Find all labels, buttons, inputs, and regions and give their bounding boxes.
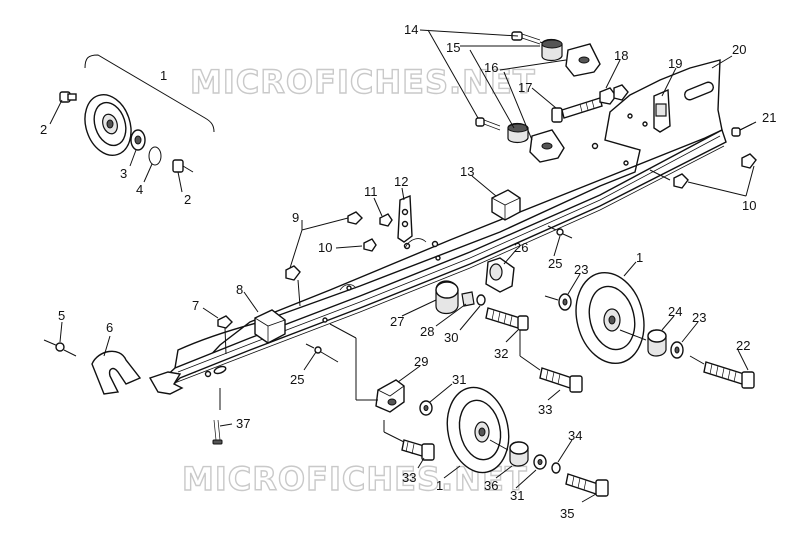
callout-15: 15	[446, 40, 460, 55]
callout-32: 32	[494, 346, 508, 361]
callout-10-right: 10	[742, 198, 756, 213]
callout-33-lower: 33	[402, 470, 416, 485]
wheel-1-bottom	[446, 386, 510, 474]
callout-8: 8	[236, 282, 243, 297]
callout-17: 17	[518, 80, 532, 95]
bolt-33-upper	[539, 367, 583, 393]
bushing-15	[507, 38, 563, 144]
leader-lines	[49, 29, 757, 503]
nut-11	[379, 213, 393, 227]
block-29	[375, 379, 405, 413]
callout-29: 29	[414, 354, 428, 369]
callout-28: 28	[420, 324, 434, 339]
callout-4: 4	[136, 182, 143, 197]
callout-27: 27	[390, 314, 404, 329]
watermark-top: MICROFICHES.NET	[190, 63, 536, 101]
slider-block-13	[491, 189, 521, 221]
callout-1-right: 1	[636, 250, 643, 265]
callout-1-bottom: 1	[436, 478, 443, 493]
callout-18: 18	[614, 48, 628, 63]
callout-2-right: 2	[184, 192, 191, 207]
bracket-12	[397, 194, 413, 243]
callout-19: 19	[668, 56, 682, 71]
nut-10b	[741, 153, 757, 169]
nut-9a	[347, 211, 363, 225]
callout-23-left: 23	[574, 262, 588, 277]
callout-7: 7	[192, 298, 199, 313]
bushing-24	[647, 329, 667, 357]
wheel-assembly-top	[59, 54, 215, 173]
callout-36: 36	[484, 478, 498, 493]
callout-5: 5	[58, 308, 65, 323]
callout-6: 6	[106, 320, 113, 335]
callout-12: 12	[394, 174, 408, 189]
washer-34	[551, 462, 561, 474]
nuts-18	[599, 84, 629, 105]
callout-3: 3	[120, 166, 127, 181]
bolt-35	[565, 473, 609, 497]
callout-25-right: 25	[548, 256, 562, 271]
callout-35: 35	[560, 506, 574, 521]
nut-10c	[673, 173, 689, 189]
rivet-25	[305, 225, 573, 363]
mount-26	[485, 257, 515, 293]
bracket-19	[653, 88, 671, 133]
callout-20: 20	[732, 42, 746, 57]
callout-1-top: 1	[160, 68, 167, 83]
callout-14: 14	[404, 22, 418, 37]
nut-10a	[363, 238, 377, 252]
callout-37: 37	[236, 416, 250, 431]
callout-31-lower: 31	[510, 488, 524, 503]
roller-27	[435, 280, 459, 315]
pin-37	[212, 419, 223, 445]
callout-25-left: 25	[290, 372, 304, 387]
callout-21: 21	[762, 110, 776, 125]
callout-10-left: 10	[318, 240, 332, 255]
callout-26: 26	[514, 240, 528, 255]
block-16	[529, 43, 601, 163]
wheel-1-right	[575, 271, 645, 365]
callout-9: 9	[292, 210, 299, 225]
callout-24: 24	[668, 304, 682, 319]
bolt-14-lower	[475, 117, 501, 131]
bolt-22	[689, 355, 755, 389]
bushing-28	[461, 291, 475, 307]
callout-2-left: 2	[40, 122, 47, 137]
callout-labels: 1 2 3 4 2 5 6 7 8 9 10 11 12 13 14 15 16…	[40, 22, 776, 521]
bolt-17	[551, 97, 603, 123]
nut-9b	[285, 265, 301, 281]
callout-16: 16	[484, 60, 498, 75]
callout-22: 22	[736, 338, 750, 353]
washer-30	[476, 294, 486, 306]
front-hook-assembly	[43, 339, 142, 395]
callout-34: 34	[568, 428, 582, 443]
callout-33-upper: 33	[538, 402, 552, 417]
bolt-32	[485, 307, 529, 331]
bolt-33-lower	[401, 439, 435, 461]
nut-7	[217, 315, 233, 329]
callout-23-right: 23	[692, 310, 706, 325]
slider-block-8	[254, 309, 286, 344]
callout-13: 13	[460, 164, 474, 179]
callout-11: 11	[364, 184, 378, 199]
bushing-36	[509, 441, 529, 467]
callout-30: 30	[444, 330, 458, 345]
callout-31-upper: 31	[452, 372, 466, 387]
